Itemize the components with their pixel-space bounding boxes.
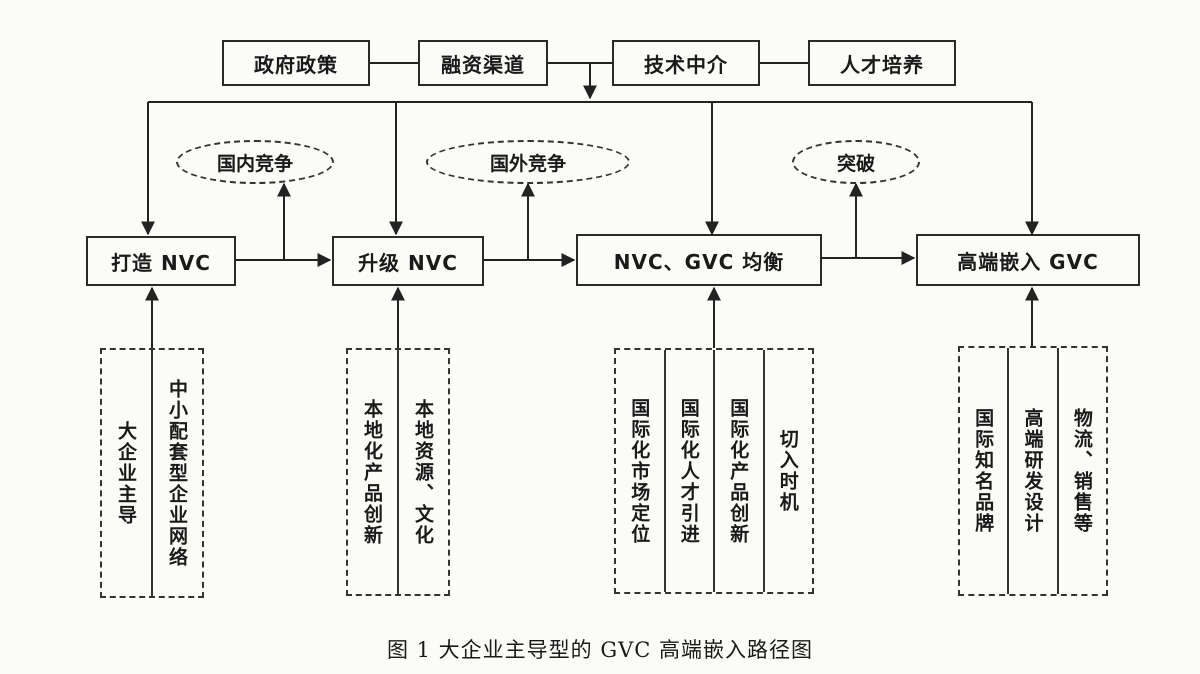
support-group-1: 大企业主导 中小配套型企业网络 xyxy=(100,348,204,598)
support-item: 高端研发设计 xyxy=(1007,348,1056,594)
oval-domestic-competition: 国内竞争 xyxy=(176,140,334,184)
support-group-2: 本地化产品创新 本地资源、文化 xyxy=(346,348,450,596)
support-item: 国际化产品创新 xyxy=(713,350,763,592)
support-item: 物流、销售等 xyxy=(1056,348,1106,594)
support-group-4: 国际知名品牌 高端研发设计 物流、销售等 xyxy=(958,346,1108,596)
stage-high-end-gvc: 高端嵌入 GVC xyxy=(916,234,1140,286)
input-tech-intermediary: 技术中介 xyxy=(612,40,760,86)
stage-build-nvc: 打造 NVC xyxy=(86,236,236,286)
support-item: 国际化人才引进 xyxy=(663,350,714,592)
figure-caption: 图 1 大企业主导型的 GVC 高端嵌入路径图 xyxy=(386,638,814,662)
support-group-3: 国际化市场定位 国际化人才引进 国际化产品创新 切入时机 xyxy=(614,348,814,594)
support-item: 本地化产品创新 xyxy=(361,398,383,546)
support-item: 本地资源、文化 xyxy=(397,350,448,594)
support-item: 切入时机 xyxy=(762,350,813,592)
support-item: 国际知名品牌 xyxy=(972,408,995,534)
stage-nvc-gvc-balance: NVC、GVC 均衡 xyxy=(576,234,822,286)
stage-upgrade-nvc: 升级 NVC xyxy=(332,236,484,286)
support-item: 大企业主导 xyxy=(115,420,137,526)
input-financing-channel: 融资渠道 xyxy=(418,40,548,86)
oval-breakthrough: 突破 xyxy=(792,140,920,184)
input-government-policy: 政府政策 xyxy=(222,40,370,86)
support-item: 中小配套型企业网络 xyxy=(151,350,202,596)
input-talent-training: 人才培养 xyxy=(808,40,956,86)
oval-foreign-competition: 国外竞争 xyxy=(426,140,630,184)
support-item: 国际化市场定位 xyxy=(628,397,651,545)
